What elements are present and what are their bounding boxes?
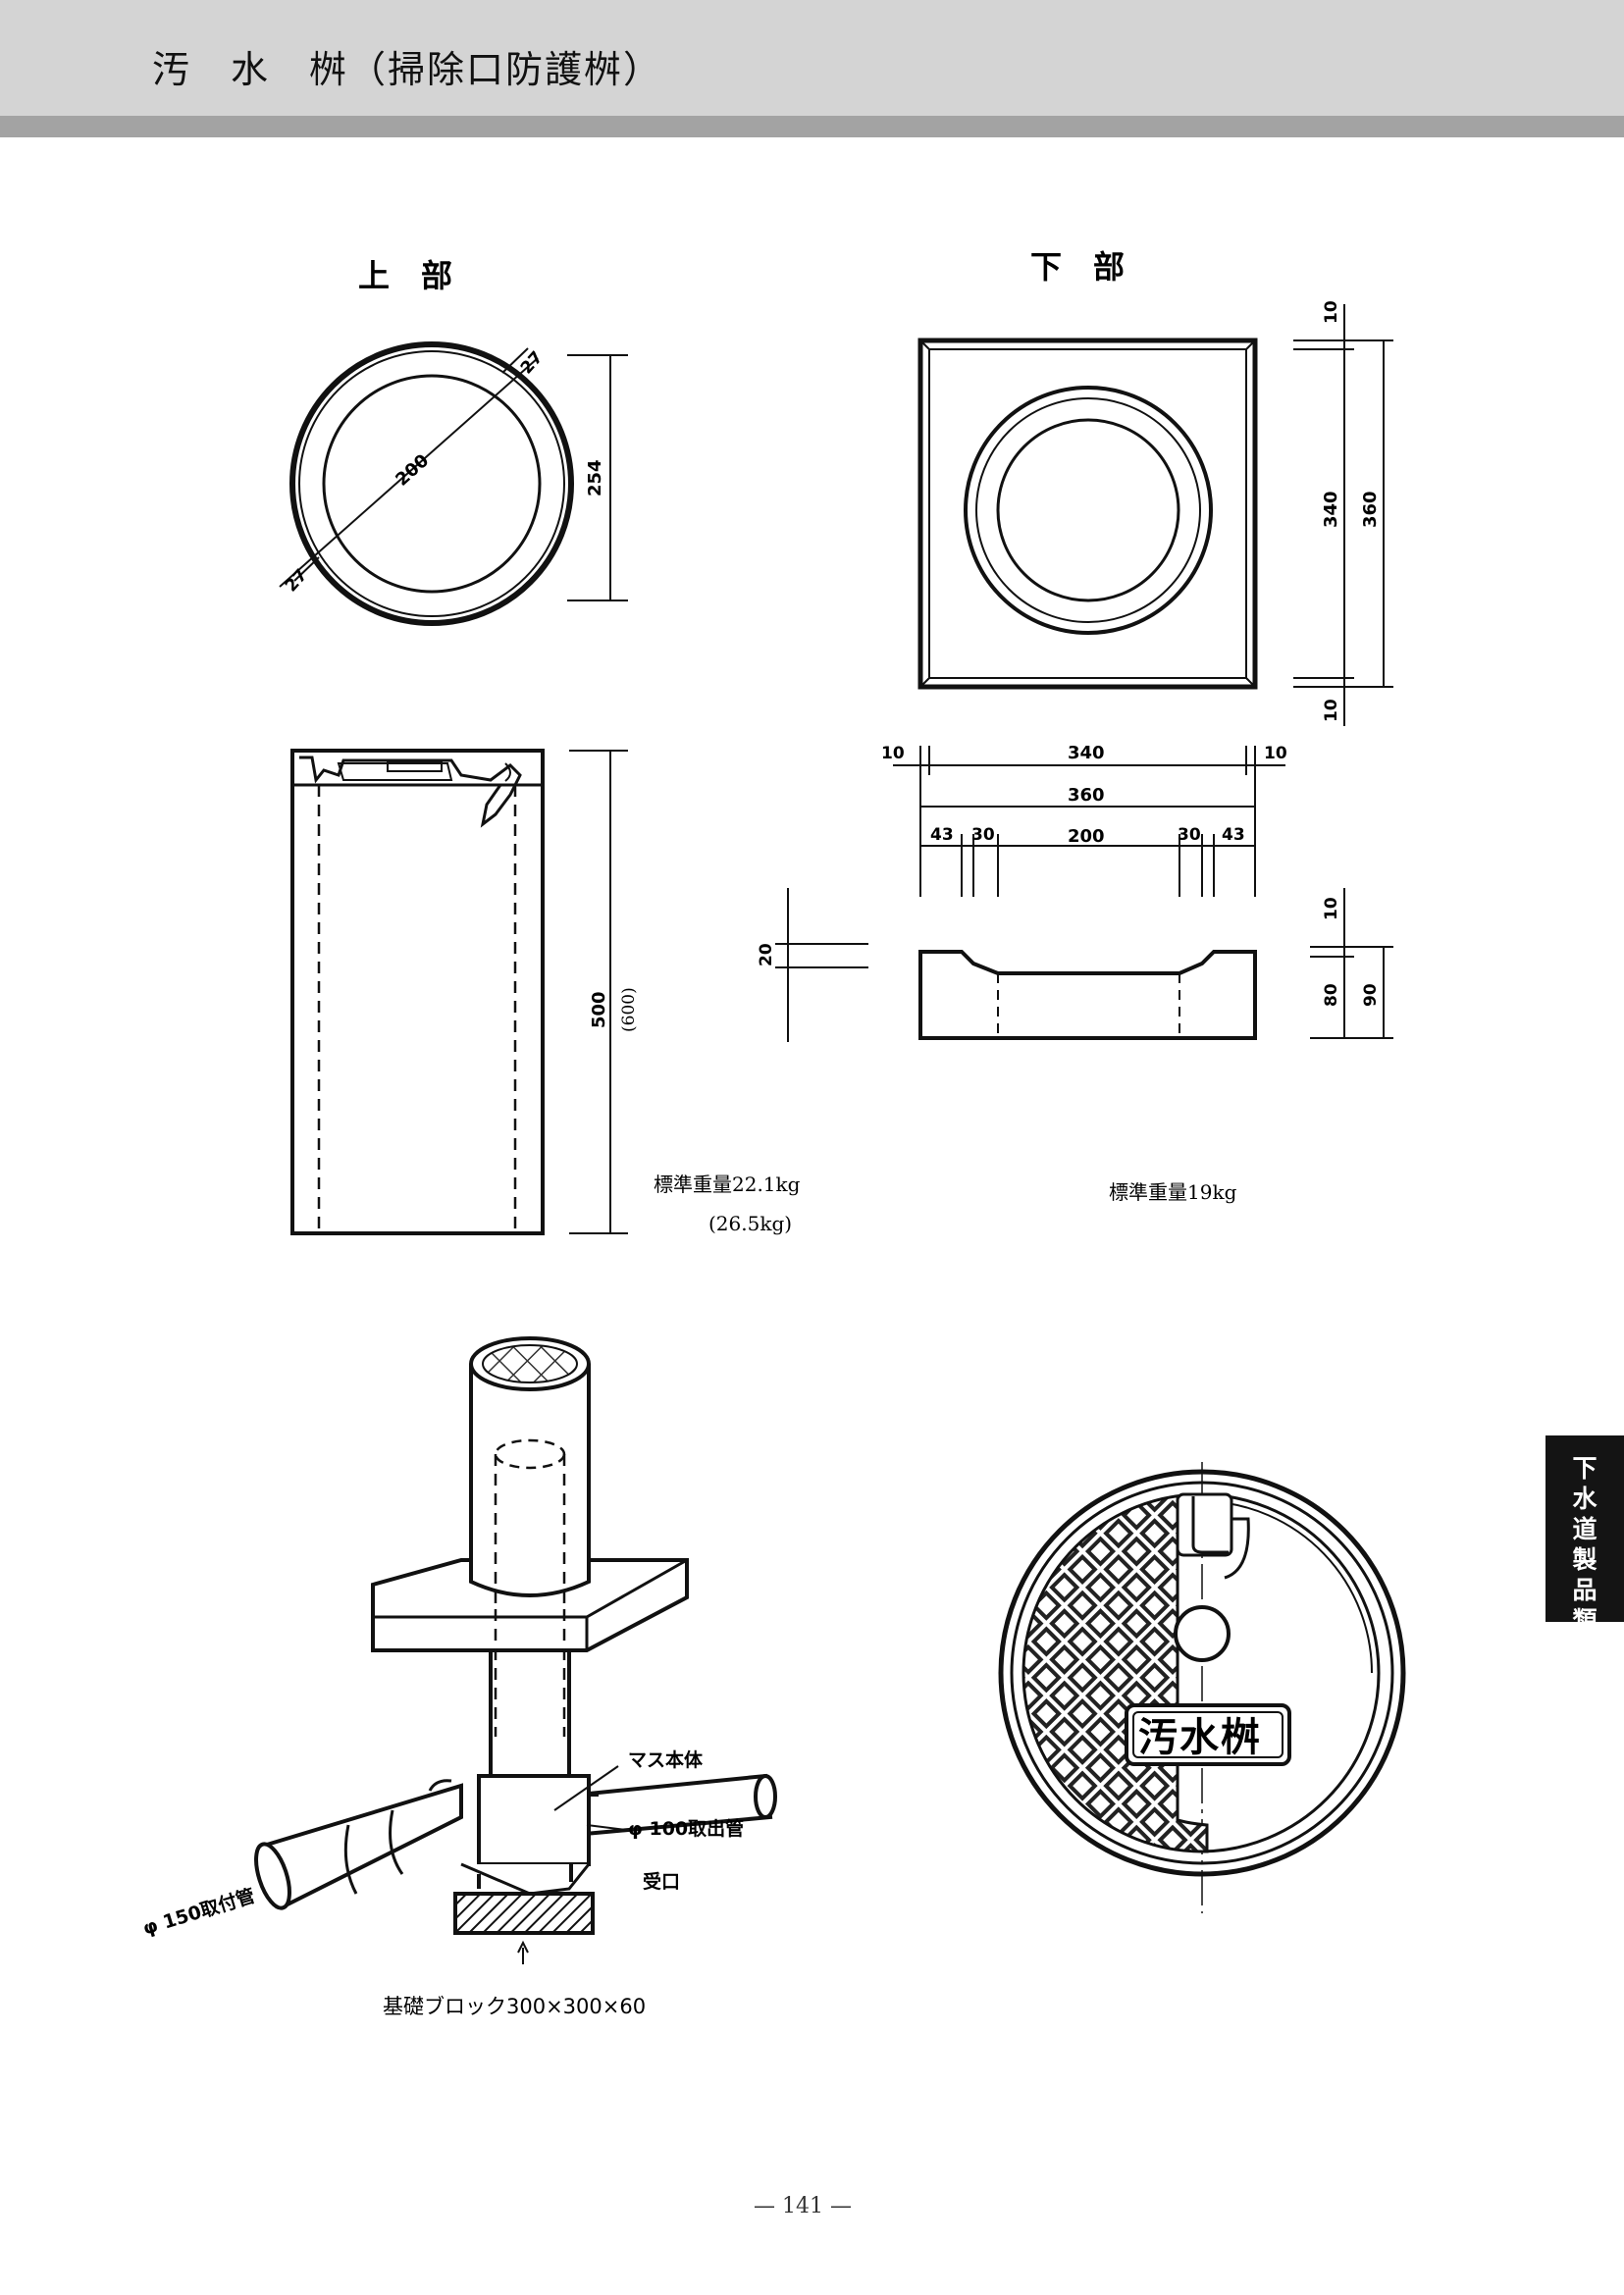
dim-seg-200: 200: [1068, 826, 1105, 847]
lower-side-view: [775, 888, 1393, 1042]
lid-view: [998, 1462, 1406, 1913]
install-outlet-label: φ 100取出管: [628, 1817, 744, 1840]
dim-outer-w: 360: [1068, 785, 1105, 806]
dim-outer-dia: 254: [585, 459, 605, 496]
dim-seg-30b: 30: [1178, 825, 1201, 845]
side-tab-char: 下: [1572, 1454, 1598, 1483]
dim-edge-bottom: 10: [1322, 699, 1341, 722]
dim-edge-right: 10: [1264, 744, 1287, 763]
lower-heading: 下 部: [1030, 248, 1125, 286]
dim-inner-w: 340: [1068, 743, 1105, 763]
dim-edge-left: 10: [881, 744, 905, 763]
lower-top-view: [917, 304, 1393, 726]
dim-outer-h: 360: [1360, 491, 1381, 528]
dim-seg-43a: 43: [930, 825, 954, 845]
lower-weight: 標準重量19kg: [1109, 1180, 1237, 1204]
dim-lip: 10: [1322, 897, 1341, 920]
upper-weight: 標準重量22.1kg: [654, 1173, 801, 1196]
upper-weight-alt: (26.5kg): [708, 1212, 792, 1235]
side-tab-char: 水: [1572, 1485, 1598, 1513]
install-socket-label: 受口: [643, 1870, 680, 1893]
page-number: — 141 —: [754, 2194, 852, 2218]
dim-height: 500: [589, 991, 609, 1028]
install-body-label: マス本体: [628, 1748, 704, 1771]
lower-width-dims: [893, 746, 1285, 897]
side-tab-category: 下 水 道 製 品 類: [1545, 1435, 1624, 1635]
page-title: 汚 水 桝（掃除口防護桝）: [152, 48, 663, 91]
side-tab-char: 製: [1572, 1545, 1598, 1574]
dim-edge-top: 10: [1322, 300, 1341, 324]
header-band: [0, 0, 1624, 116]
side-tab-char: 類: [1572, 1606, 1598, 1635]
install-block-label: 基礎ブロック300×300×60: [383, 1995, 646, 2018]
dim-seg-30a: 30: [971, 825, 995, 845]
dim-step: 20: [757, 943, 776, 966]
header-underline-bar: [0, 116, 1624, 137]
install-inlet-label: φ 150取付管: [140, 1884, 258, 1940]
dim-wall-bottom: 27: [282, 565, 312, 596]
side-tab-char: 品: [1572, 1576, 1598, 1604]
install-diagram: [254, 1336, 777, 1964]
dim-body: 80: [1322, 983, 1341, 1007]
dim-inner-h: 340: [1321, 491, 1341, 528]
upper-side-view: [290, 749, 628, 1235]
dim-total: 90: [1361, 983, 1381, 1007]
dim-height-alt: (600): [619, 987, 639, 1032]
upper-top-view: [279, 341, 628, 626]
dim-seg-43b: 43: [1222, 825, 1245, 845]
upper-heading: 上 部: [358, 257, 452, 294]
side-tab-char: 道: [1572, 1515, 1598, 1543]
lid-text: 汚水桝: [1138, 1715, 1262, 1760]
